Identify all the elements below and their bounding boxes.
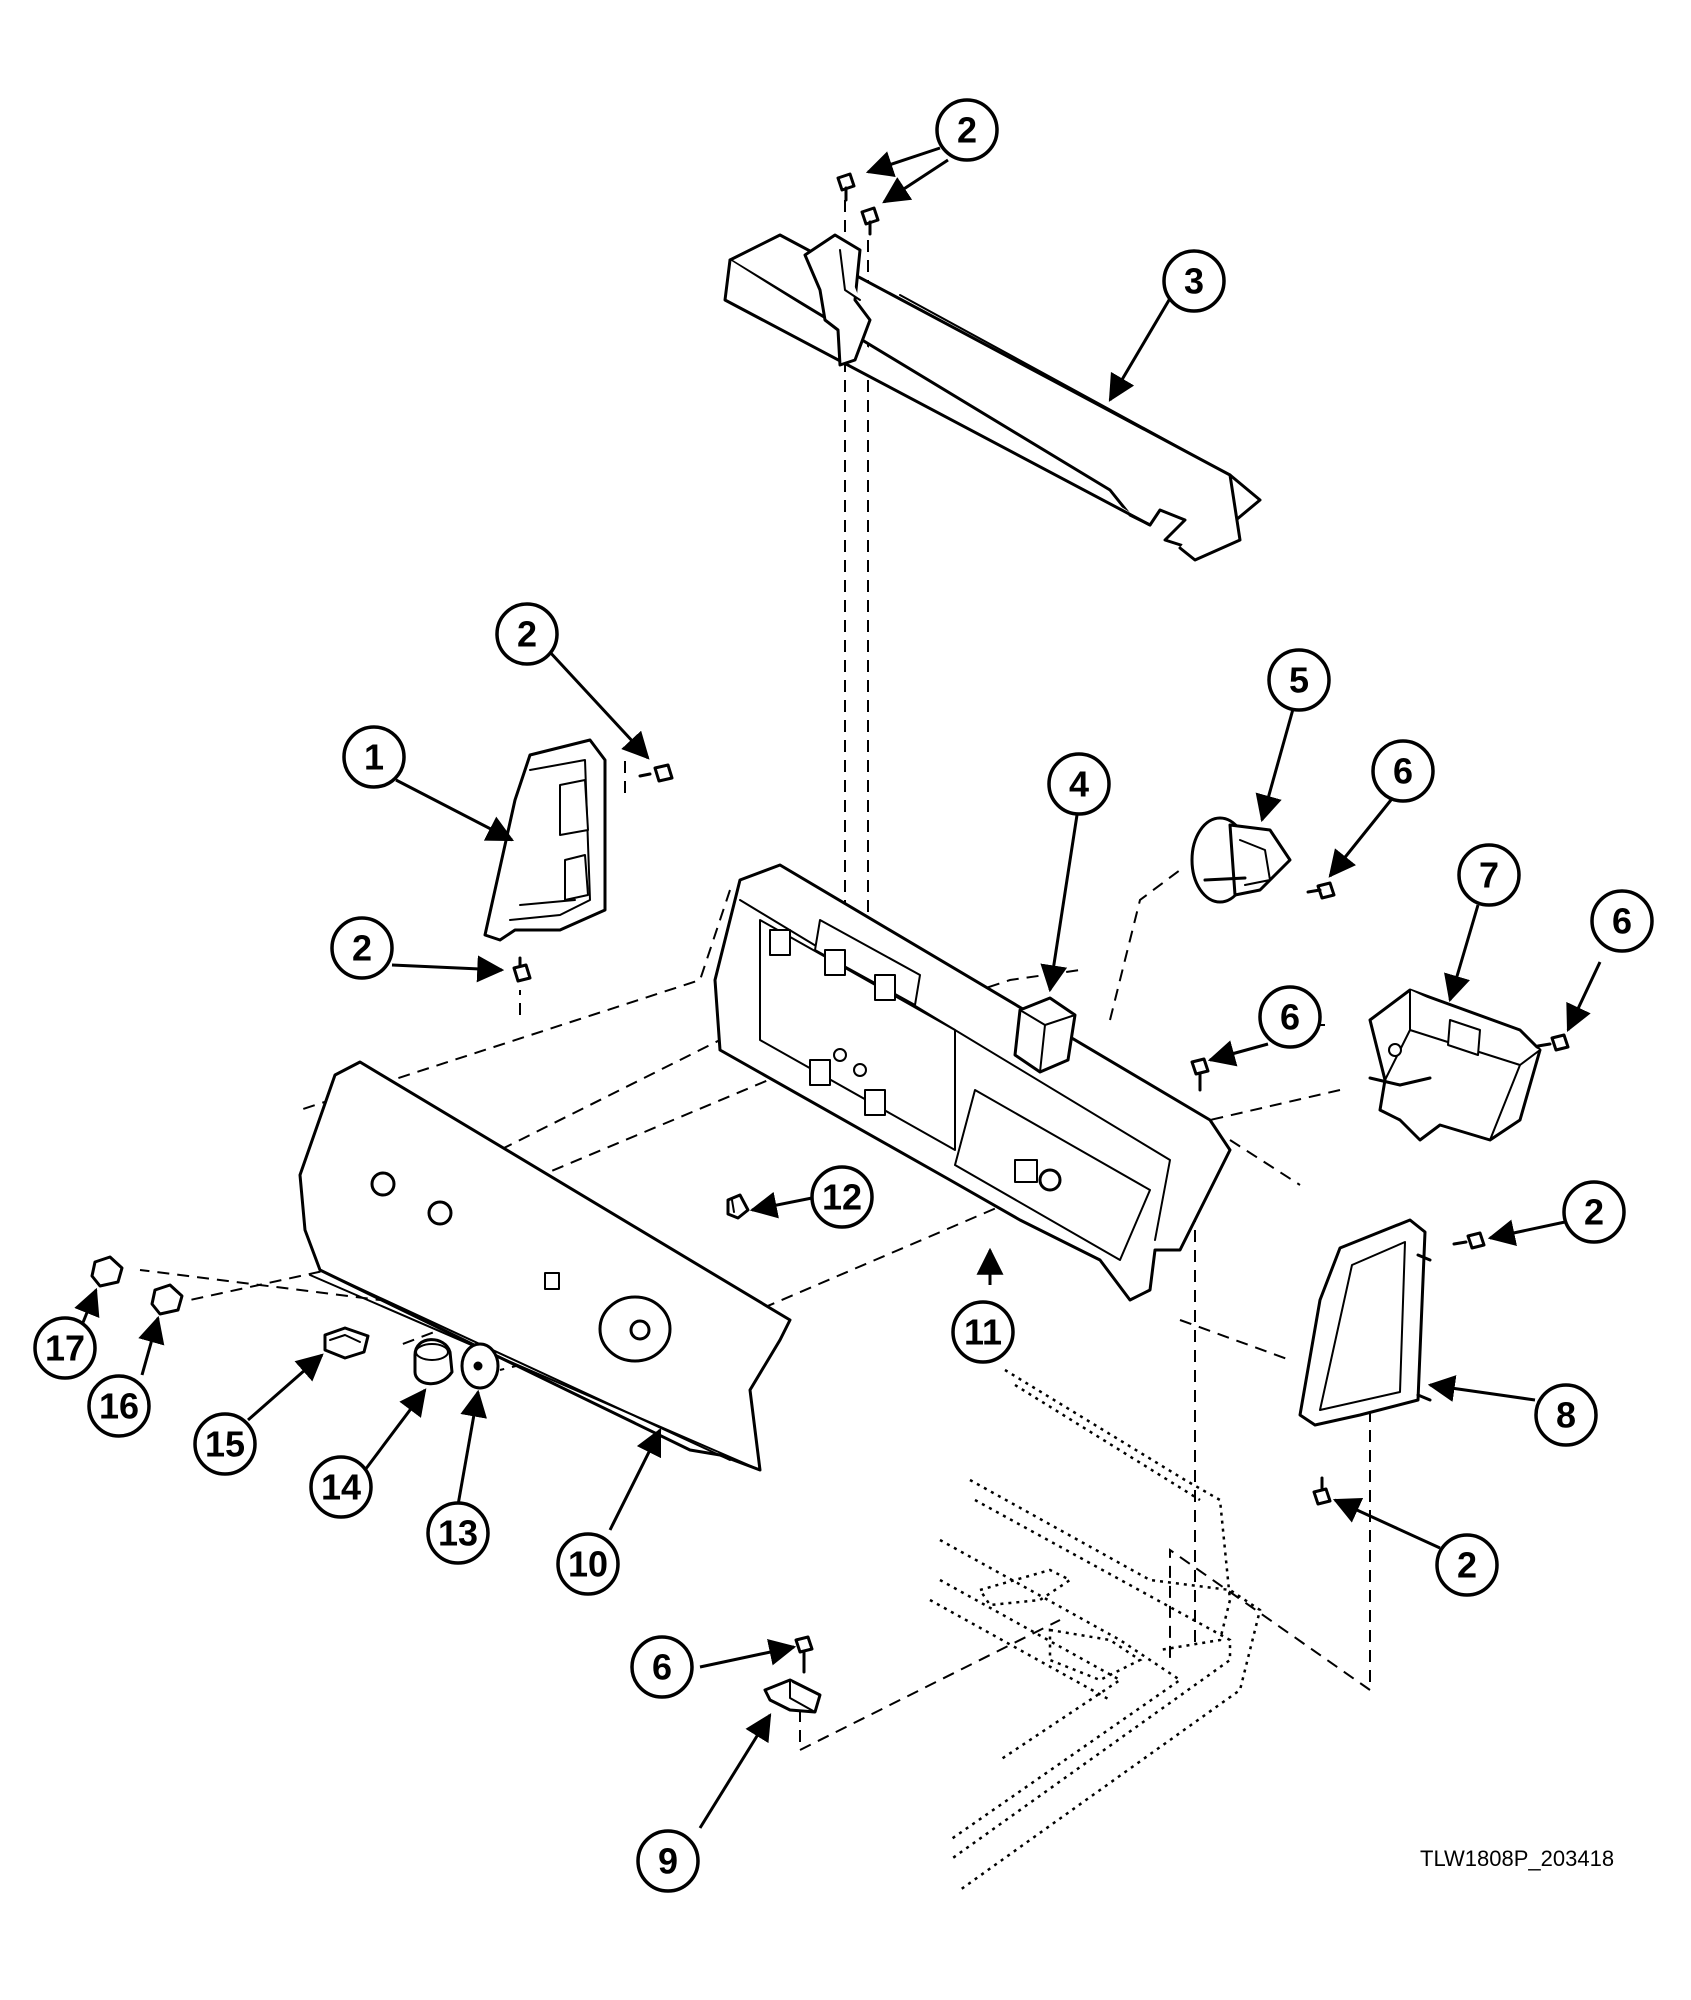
svg-text:2: 2 (1584, 1192, 1604, 1233)
svg-text:6: 6 (1393, 751, 1413, 792)
part-3-console-cap (723, 233, 1262, 562)
callout-2-left-upper: 2 (495, 602, 559, 666)
callout-11: 11 (951, 1300, 1015, 1364)
part-2-screws-right (1312, 1231, 1486, 1506)
callout-12: 12 (810, 1165, 874, 1229)
svg-text:11: 11 (964, 1312, 1002, 1353)
part-2-screws-left (512, 763, 674, 983)
svg-text:6: 6 (652, 1647, 672, 1688)
callout-9: 9 (636, 1829, 700, 1893)
part-1-left-end-cap (483, 738, 607, 942)
svg-text:2: 2 (957, 110, 977, 151)
svg-text:2: 2 (517, 614, 537, 655)
callout-15: 15 (193, 1412, 257, 1476)
part-16-knob (150, 1283, 184, 1316)
callout-5: 5 (1267, 648, 1331, 712)
callout-16: 16 (87, 1374, 151, 1438)
svg-text:16: 16 (99, 1386, 139, 1427)
callout-2-right-lower: 2 (1435, 1533, 1499, 1597)
callout-10: 10 (556, 1532, 620, 1596)
callout-4: 4 (1047, 752, 1111, 816)
svg-text:10: 10 (568, 1544, 608, 1585)
part-8-right-end-cap (1298, 1218, 1432, 1427)
callout-2-right-upper: 2 (1562, 1180, 1626, 1244)
drawing-id-label: TLW1808P_203418 (1420, 1846, 1615, 1871)
callout-17: 17 (33, 1316, 97, 1380)
part-9-bracket (763, 1678, 822, 1714)
part-17-knob (90, 1255, 124, 1288)
callouts: 2 3 2 1 2 4 5 6 7 6 6 12 2 11 8 17 (33, 98, 1654, 1893)
part-5-pressure-switch (1190, 816, 1292, 904)
svg-text:9: 9 (658, 1841, 678, 1882)
part-6-screw-timer (1536, 1033, 1570, 1052)
washer-cabinet-outline (929, 1368, 1262, 1892)
part-6-screw-bracket (794, 1635, 814, 1674)
callout-2-left-lower: 2 (330, 916, 394, 980)
svg-text:14: 14 (321, 1467, 361, 1508)
part-6-screw-frame (1190, 1057, 1210, 1092)
svg-text:1: 1 (364, 737, 384, 778)
part-11-control-panel-frame (713, 863, 1232, 1302)
svg-text:8: 8 (1556, 1395, 1576, 1436)
svg-text:2: 2 (352, 928, 372, 969)
callout-7: 7 (1457, 843, 1521, 907)
part-14-knob (413, 1338, 454, 1386)
part-4-switch (1013, 996, 1077, 1074)
part-10-console-front-panel (298, 1060, 792, 1472)
callout-14: 14 (309, 1455, 373, 1519)
callout-6-switch: 6 (1371, 739, 1435, 803)
svg-text:17: 17 (45, 1328, 85, 1369)
svg-text:5: 5 (1289, 660, 1309, 701)
callout-2-top: 2 (935, 98, 999, 162)
svg-text:6: 6 (1612, 901, 1632, 942)
part-15-switch (323, 1326, 370, 1360)
svg-text:7: 7 (1479, 855, 1499, 896)
part-7-timer (1368, 988, 1542, 1142)
svg-text:12: 12 (822, 1177, 862, 1218)
svg-text:13: 13 (438, 1513, 478, 1554)
leader-lines (74, 146, 1602, 1829)
svg-text:2: 2 (1457, 1545, 1477, 1586)
callout-13: 13 (426, 1501, 490, 1565)
part-13-dial-skirt (460, 1342, 500, 1390)
svg-text:6: 6 (1280, 997, 1300, 1038)
callout-6-frame: 6 (1258, 985, 1322, 1049)
part-2-screws-top (836, 172, 880, 236)
part-12-clip (726, 1193, 750, 1220)
callout-1: 1 (342, 725, 406, 789)
callout-8: 8 (1534, 1383, 1598, 1447)
part-6-screw-5 (1306, 881, 1336, 900)
callout-6-bracket: 6 (630, 1635, 694, 1699)
callout-6-timer: 6 (1590, 889, 1654, 953)
svg-text:15: 15 (205, 1424, 245, 1465)
callout-3: 3 (1162, 249, 1226, 313)
svg-text:4: 4 (1069, 764, 1089, 805)
svg-text:3: 3 (1184, 261, 1204, 302)
